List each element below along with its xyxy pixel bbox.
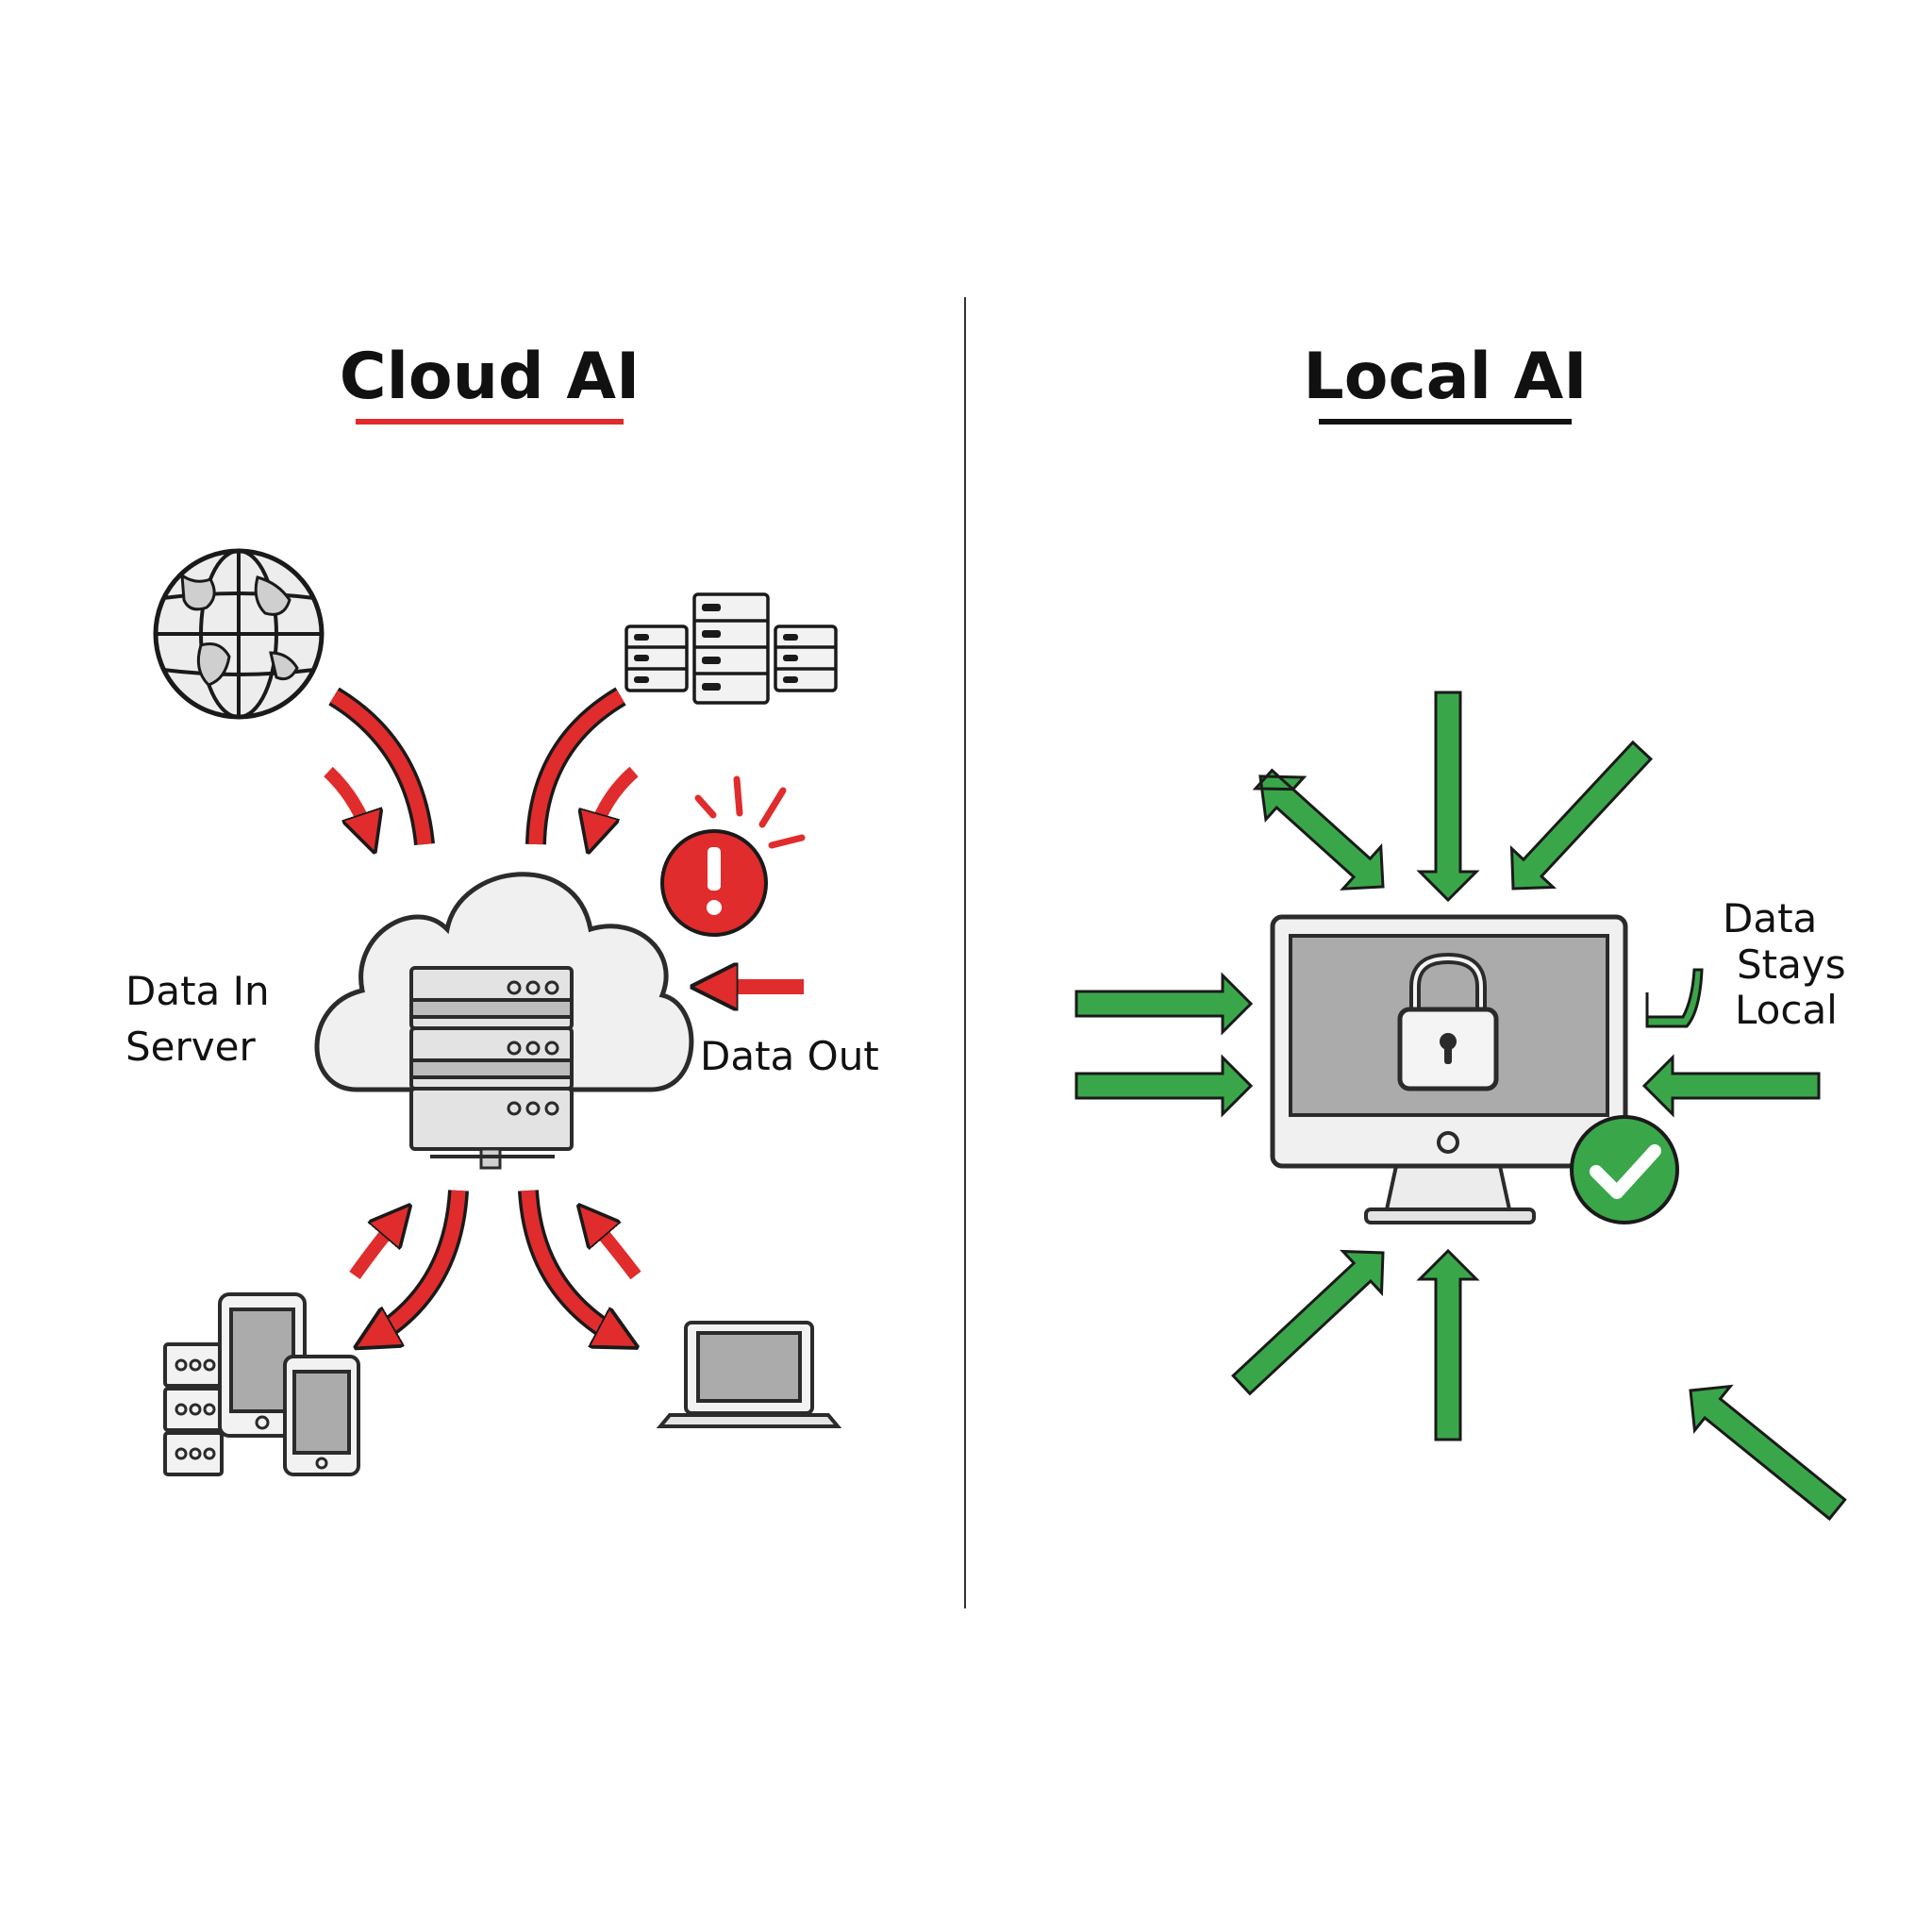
cloud-ai-panel: Cloud AI [125,340,879,1476]
local-ai-underline [1319,419,1572,425]
cloud-ai-title: Cloud AI [340,340,641,414]
local-ai-panel: Local AI [1074,340,1847,1522]
data-stays-local-line2: Stays [1737,941,1846,988]
data-stays-local-line1: Data [1723,895,1817,941]
padlock-icon [1397,952,1499,1091]
cloud-inbound-arrows [324,687,639,844]
server-rack-icon [625,592,838,705]
green-arrows [1074,691,1847,1522]
cloud-outbound-arrows [349,1190,636,1340]
label-pointer [1645,968,1704,1028]
mobile-devices-icon [163,1292,360,1476]
data-in-label-line1: Data In [125,968,270,1014]
warning-icon [660,775,806,937]
data-in-label-line2: Server [125,1024,256,1070]
data-stays-local-line3: Local [1735,987,1838,1033]
laptop-icon [656,1321,842,1428]
cloud-server-icon [314,872,694,1170]
globe-icon [153,548,325,720]
checkmark-icon [1570,1115,1679,1224]
cloud-ai-underline [356,419,624,425]
data-out-label: Data Out [700,1033,879,1079]
local-ai-title: Local AI [1303,340,1587,414]
